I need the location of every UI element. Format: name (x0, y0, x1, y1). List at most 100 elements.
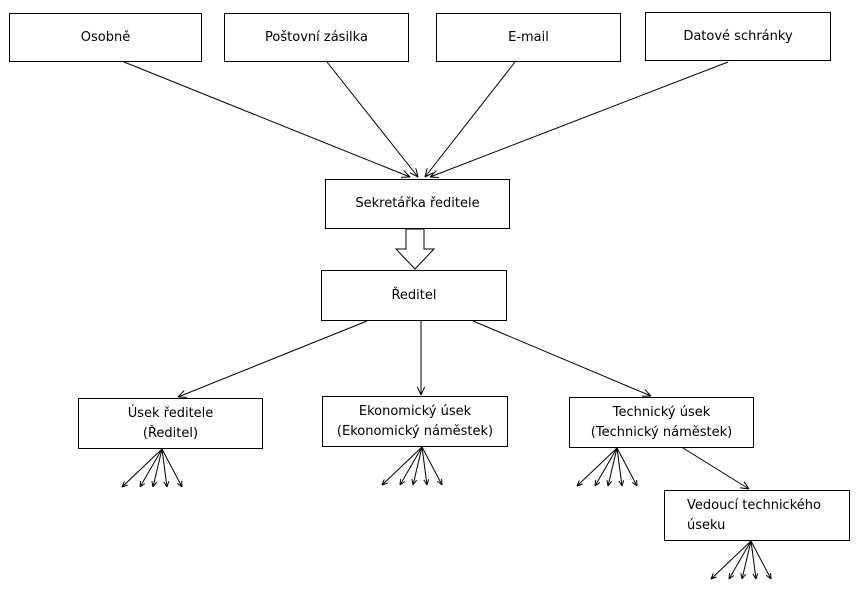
fanout-usek-reditele-arrow-1 (121, 448, 163, 488)
node-usek-reditele-line-2: (Ředitel) (142, 425, 199, 441)
fanout-vedouci-arrow-3 (741, 540, 752, 580)
fanout-usek-reditele-arrow-1-head-1 (121, 481, 125, 488)
edge-postovni-to-sekretarka-head-2 (415, 168, 419, 178)
fanout-vedouci-arrow-1 (710, 540, 752, 580)
node-osobne: Osobně (9, 13, 202, 62)
edge-reditel-to-technicky-head-2 (644, 389, 652, 397)
fanout-usek-reditele-arrow-5-head-1 (176, 482, 183, 488)
fanout-usek-reditele-arrow-2-head-1 (139, 480, 142, 488)
fanout-vedouci-arrow-5 (750, 540, 772, 580)
node-postovni-zasilka: Poštovní zásilka (224, 13, 409, 62)
fanout-ekonomicky-arrow-1-head-2 (381, 482, 388, 486)
edge-technicky-to-vedouci-head-2 (743, 481, 750, 490)
node-sekretarka-reditele: Sekretářka ředitele (325, 179, 510, 229)
edge-datove-to-sekretarka-head-1 (429, 170, 437, 178)
fanout-vedouci-arrow-3-head-2 (741, 573, 747, 580)
fanout-vedouci-arrow-4-head-2 (755, 573, 759, 580)
fanout-vedouci-arrow-4-head-1 (752, 573, 757, 580)
edge-osobne-to-sekretarka-head-2 (403, 170, 411, 178)
node-postovni-zasilka-line-1: Poštovní zásilka (265, 29, 368, 45)
edge-reditel-to-technicky (472, 320, 652, 397)
node-ekonomicky-usek-line-2: (Ekonomický náměstek) (336, 423, 494, 439)
edge-email-to-sekretarka-head-2 (424, 172, 434, 178)
fanout-ekonomicky-arrow-3-head-2 (412, 479, 418, 486)
node-vedouci-line-1: Vedoucí technického (687, 497, 821, 513)
fanout-vedouci-arrow-1-head-1 (710, 573, 714, 580)
fanout-technicky-arrow-1-head-2 (576, 483, 583, 487)
edge-reditel-to-ekonomicky-head-2 (420, 386, 426, 396)
fanout-technicky-arrow-1 (576, 447, 618, 487)
edge-reditel-to-usek-reditele-head-1 (177, 390, 185, 398)
node-datove-schranky: Datové schránky (645, 12, 831, 61)
edge-postovni-to-sekretarka (326, 61, 419, 178)
fanout-usek-reditele-arrow-4-head-2 (166, 481, 170, 488)
fanout-technicky-arrow-1-head-1 (576, 480, 580, 487)
fanout-ekonomicky-arrow-2-head-2 (399, 481, 406, 486)
fanout-ekonomicky-arrow-3-head-1 (411, 479, 414, 486)
fanout-technicky-arrow-3 (607, 447, 618, 487)
node-technicky-usek-line-1: Technický úsek (612, 404, 711, 420)
fanout-ekonomicky-arrow-5-head-1 (436, 480, 443, 486)
edge-email-to-sekretarka (424, 61, 516, 178)
fanout-usek-reditele-arrow-2 (139, 448, 163, 488)
fanout-vedouci-arrow-2 (728, 540, 752, 580)
fanout-technicky-arrow-5 (616, 447, 638, 487)
fanout-ekonomicky-arrow-4 (421, 446, 428, 486)
node-usek-reditele-line-1: Úsek ředitele (127, 405, 214, 421)
fanout-usek-reditele-arrow-2-head-2 (139, 483, 146, 488)
edge-technicky-to-vedouci (682, 447, 750, 490)
fanout-vedouci-arrow-1-head-2 (710, 576, 717, 580)
node-datove-schranky-line-1: Datové schránky (683, 28, 793, 44)
node-usek-reditele: Úsek ředitele (Ředitel) (78, 398, 263, 449)
fanout-ekonomicky-arrow-1 (381, 446, 423, 486)
node-vedouci-line-2: úseku (687, 517, 726, 533)
fanout-usek-reditele-arrow-4 (161, 448, 168, 488)
fanout-vedouci-arrow-5-head-1 (765, 574, 772, 580)
fanout-usek-reditele-arrow-3 (152, 448, 163, 488)
fanout-technicky-arrow-4-head-1 (618, 480, 623, 487)
node-ekonomicky-usek: Ekonomický úsek (Ekonomický náměstek) (322, 396, 508, 447)
fanout-usek-reditele-arrow-1-head-2 (121, 484, 128, 488)
fanout-technicky-arrow-3-head-2 (607, 480, 613, 487)
edge-reditel-to-usek-reditele (177, 320, 368, 398)
fanout-technicky-arrow-3-head-1 (606, 480, 609, 487)
fanout-technicky-arrow-4 (616, 447, 623, 487)
edge-technicky-to-vedouci-head-1 (740, 487, 750, 490)
fanout-usek-reditele-arrow-5 (161, 448, 183, 488)
edge-datove-to-sekretarka (429, 61, 729, 178)
node-email: E-mail (436, 13, 621, 62)
fanout-usek-reditele-arrow-3-head-1 (151, 481, 154, 488)
fanout-vedouci-arrow-2-head-1 (728, 572, 731, 580)
edge-sekretarka-to-reditel-block-arrow (394, 228, 436, 270)
node-sekretarka-reditele-line-1: Sekretářka ředitele (355, 196, 480, 211)
node-reditel-line-1: Ředitel (391, 287, 437, 303)
edge-email-to-sekretarka-head-1 (424, 168, 428, 178)
node-osobne-line-1: Osobně (80, 29, 131, 45)
fanout-ekonomicky-arrow-4-head-2 (426, 479, 430, 486)
node-reditel: Ředitel (321, 270, 507, 321)
fanout-usek-reditele-arrow-4-head-1 (163, 481, 168, 488)
edge-postovni-to-sekretarka-head-1 (409, 172, 419, 178)
fanout-vedouci-arrow-3-head-1 (740, 573, 743, 580)
fanout-vedouci-arrow-2-head-2 (728, 575, 735, 580)
fanout-vedouci-arrow-4 (750, 540, 757, 580)
node-technicky-usek: Technický úsek (Technický náměstek) (569, 397, 754, 448)
fanout-technicky-arrow-2-head-2 (594, 482, 601, 487)
fanout-technicky-arrow-2-head-1 (594, 479, 597, 487)
node-ekonomicky-usek-line-1: Ekonomický úsek (358, 403, 472, 419)
fanout-ekonomicky-arrow-1-head-1 (381, 479, 385, 486)
node-technicky-usek-line-2: (Technický náměstek) (590, 424, 733, 440)
fanout-usek-reditele-arrow-3-head-2 (152, 481, 158, 488)
fanout-ekonomicky-arrow-4-head-1 (423, 479, 428, 486)
fanout-ekonomicky-arrow-5 (421, 446, 443, 486)
fanout-technicky-arrow-2 (594, 447, 618, 487)
edge-osobne-to-sekretarka (123, 61, 411, 178)
fanout-ekonomicky-arrow-2-head-1 (399, 478, 402, 486)
fanout-ekonomicky-arrow-3 (412, 446, 423, 486)
fanout-technicky-arrow-4-head-2 (621, 480, 625, 487)
node-email-line-1: E-mail (508, 29, 549, 45)
edge-reditel-to-ekonomicky-head-1 (416, 386, 422, 396)
node-vedouci-technickeho-useku: Vedoucí technického úseku (664, 490, 850, 541)
